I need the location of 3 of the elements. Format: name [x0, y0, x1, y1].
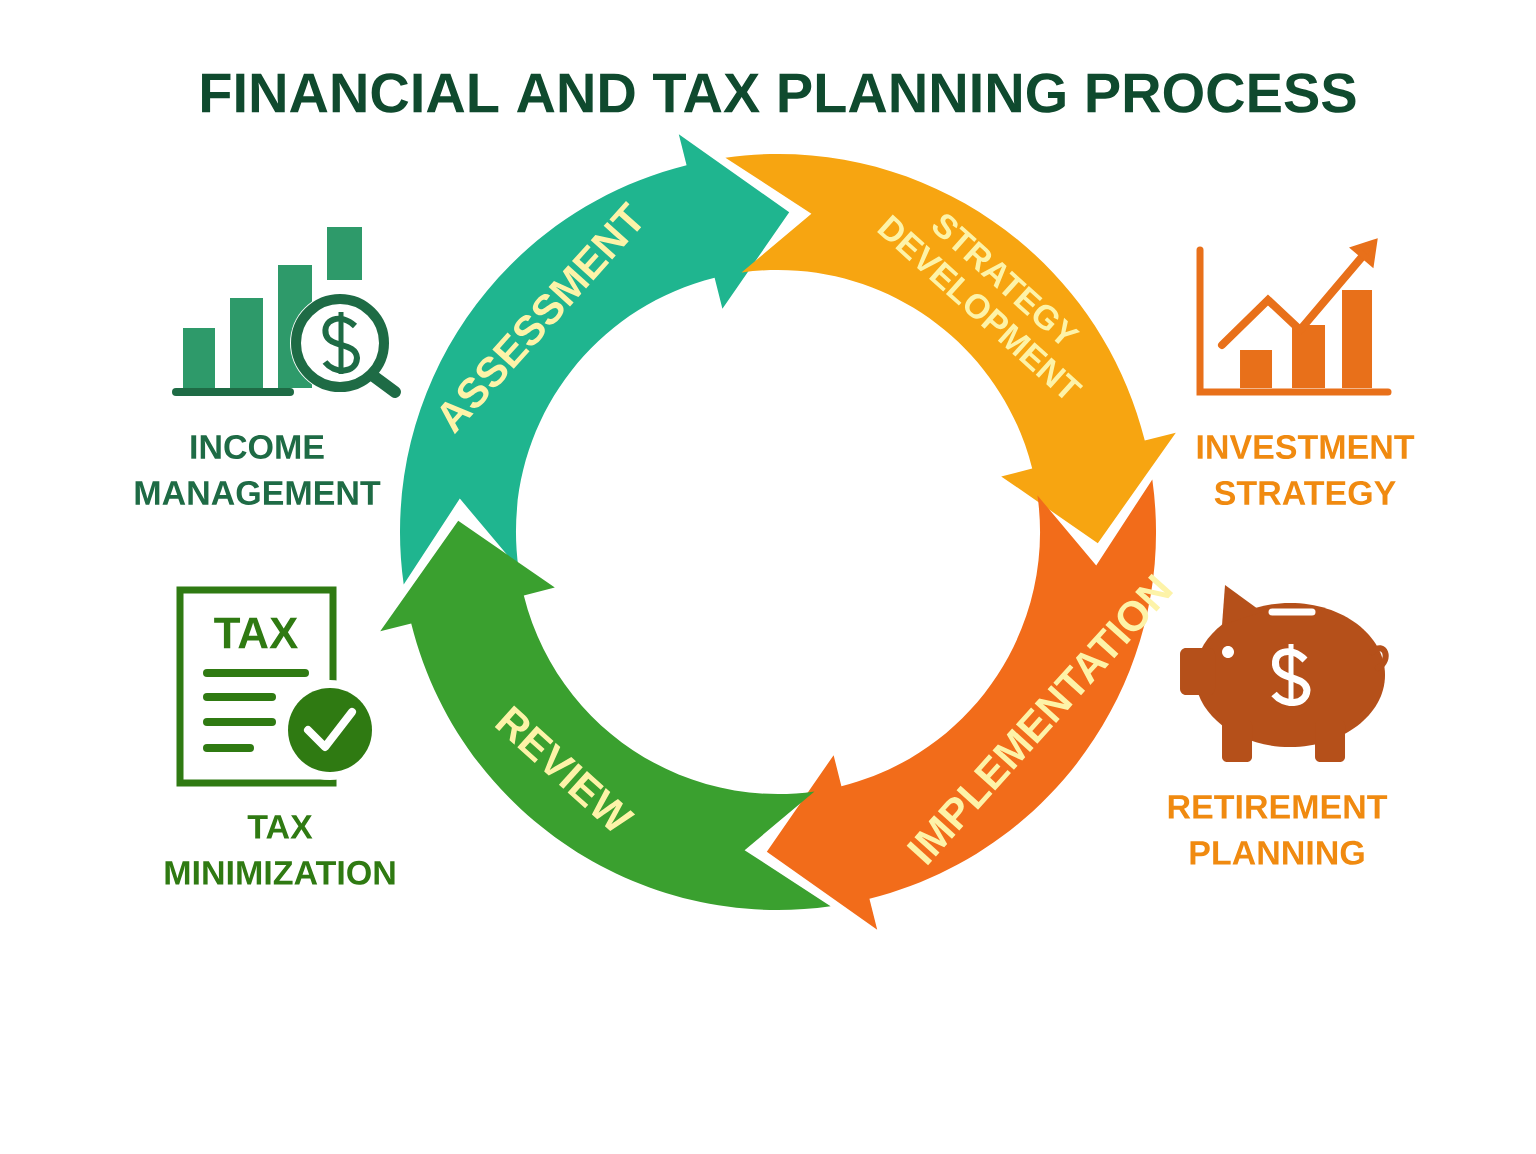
- icon-caption: INCOME MANAGEMENT: [135, 434, 381, 506]
- title: FINANCIAL AND TAX PLANNING PROCESS: [202, 73, 1356, 113]
- icon-caption: INVESTMENT STRATEGY: [1197, 434, 1415, 506]
